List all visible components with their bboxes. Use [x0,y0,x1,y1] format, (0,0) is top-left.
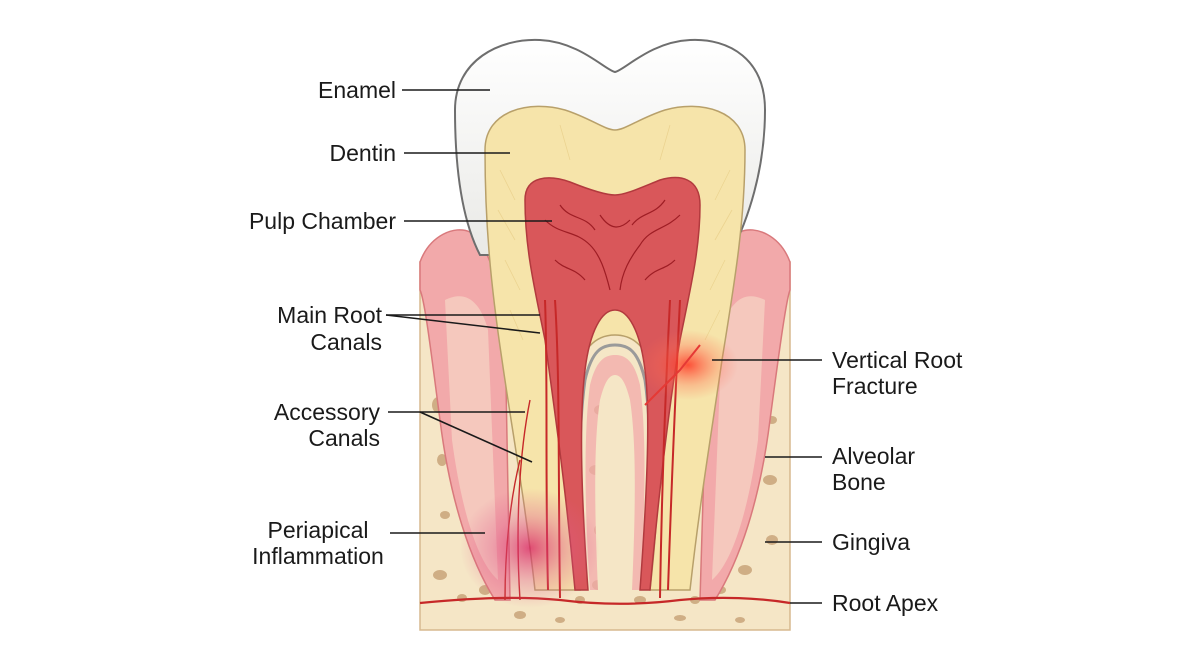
label-accessory-canals-line1: Accessory [274,399,381,425]
pulp-vessels [544,199,681,291]
label-periapical-inflammation-line2: Inflammation [252,543,384,569]
label-periapical-inflammation-line1: Periapical [268,517,369,543]
label-vertical-root-fracture-line2: Fracture [832,373,918,399]
interradicular-bone [595,375,635,590]
vertical-root-fracture-area [638,330,738,400]
periapical-inflammation-area [460,488,600,608]
leader-lines [385,89,822,604]
label-alveolar-bone-line2: Bone [832,469,886,495]
label-gingiva: Gingiva [832,529,910,555]
label-root-apex: Root Apex [832,590,939,616]
fracture-line [644,344,701,406]
label-enamel: Enamel [318,77,396,103]
label-main-root-canals-line2: Canals [310,329,382,355]
label-dentin: Dentin [330,140,396,166]
root-apex-line [419,596,791,605]
label-pulp-chamber: Pulp Chamber [249,208,396,234]
label-accessory-canals-line2: Canals [308,425,380,451]
label-main-root-canals-line1: Main Root [277,302,382,328]
label-vertical-root-fracture-line1: Vertical Root [832,347,963,373]
label-alveolar-bone-line1: Alveolar [832,443,915,469]
